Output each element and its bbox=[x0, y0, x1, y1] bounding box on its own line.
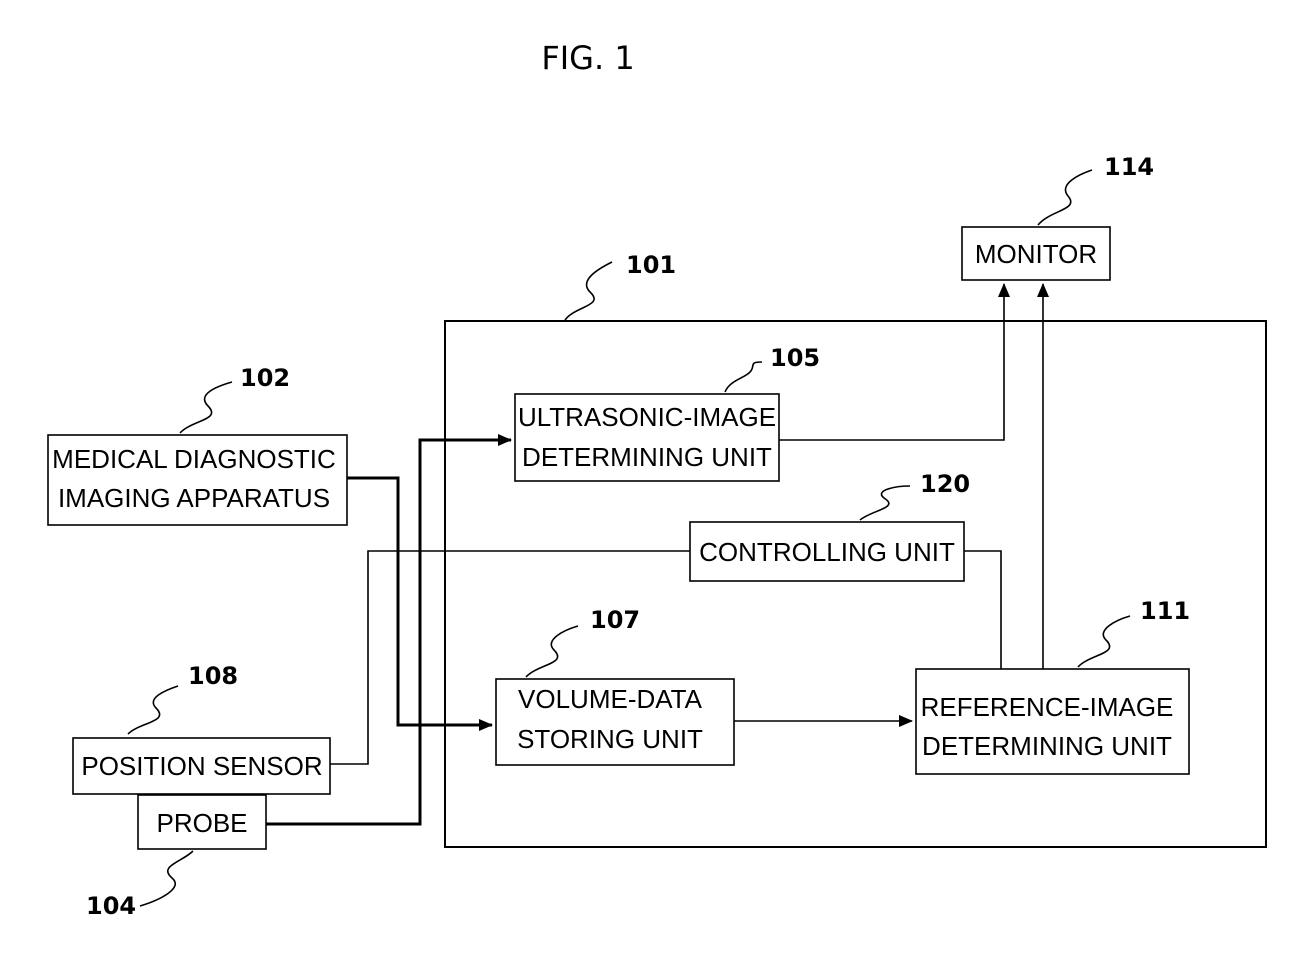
controlling-unit-leader bbox=[860, 486, 910, 520]
medical-apparatus-ref: 102 bbox=[240, 364, 290, 392]
controlling-unit-ref: 120 bbox=[920, 470, 970, 498]
medical-apparatus-label-line1: MEDICAL DIAGNOSTIC bbox=[52, 444, 336, 474]
reference-image-unit-label-line2: DETERMINING UNIT bbox=[922, 731, 1172, 761]
medical-apparatus-leader bbox=[180, 382, 232, 433]
reference-image-unit-ref: 111 bbox=[1140, 597, 1190, 625]
controlling-unit-label: CONTROLLING UNIT bbox=[699, 537, 955, 567]
figure-title: FIG. 1 bbox=[541, 39, 634, 77]
connector-controlling-to-reference bbox=[964, 551, 1001, 669]
main-unit-ref: 101 bbox=[626, 251, 676, 279]
volume-data-unit-leader bbox=[526, 626, 578, 677]
ultrasonic-unit-label-line1: ULTRASONIC-IMAGE bbox=[518, 402, 776, 432]
monitor-leader bbox=[1038, 170, 1092, 225]
monitor-ref: 114 bbox=[1104, 153, 1154, 181]
position-sensor-ref: 108 bbox=[188, 662, 238, 690]
position-sensor-leader bbox=[128, 686, 178, 734]
probe-ref: 104 bbox=[86, 892, 136, 920]
reference-image-unit-leader bbox=[1078, 616, 1130, 667]
reference-image-unit-label-line1: REFERENCE-IMAGE bbox=[921, 692, 1174, 722]
probe-leader bbox=[140, 851, 193, 906]
volume-data-unit-ref: 107 bbox=[590, 606, 640, 634]
ultrasonic-unit-label-line2: DETERMINING UNIT bbox=[522, 442, 772, 472]
medical-apparatus-label-line2: IMAGING APPARATUS bbox=[58, 483, 330, 513]
volume-data-unit-label-line2: STORING UNIT bbox=[517, 724, 703, 754]
ultrasonic-unit-leader bbox=[725, 362, 762, 392]
main-unit-leader bbox=[565, 262, 612, 320]
ultrasonic-unit-ref: 105 bbox=[770, 344, 820, 372]
probe-label: PROBE bbox=[156, 808, 247, 838]
volume-data-unit-label-line1: VOLUME-DATA bbox=[518, 684, 703, 714]
monitor-label: MONITOR bbox=[975, 239, 1097, 269]
position-sensor-label: POSITION SENSOR bbox=[81, 751, 322, 781]
